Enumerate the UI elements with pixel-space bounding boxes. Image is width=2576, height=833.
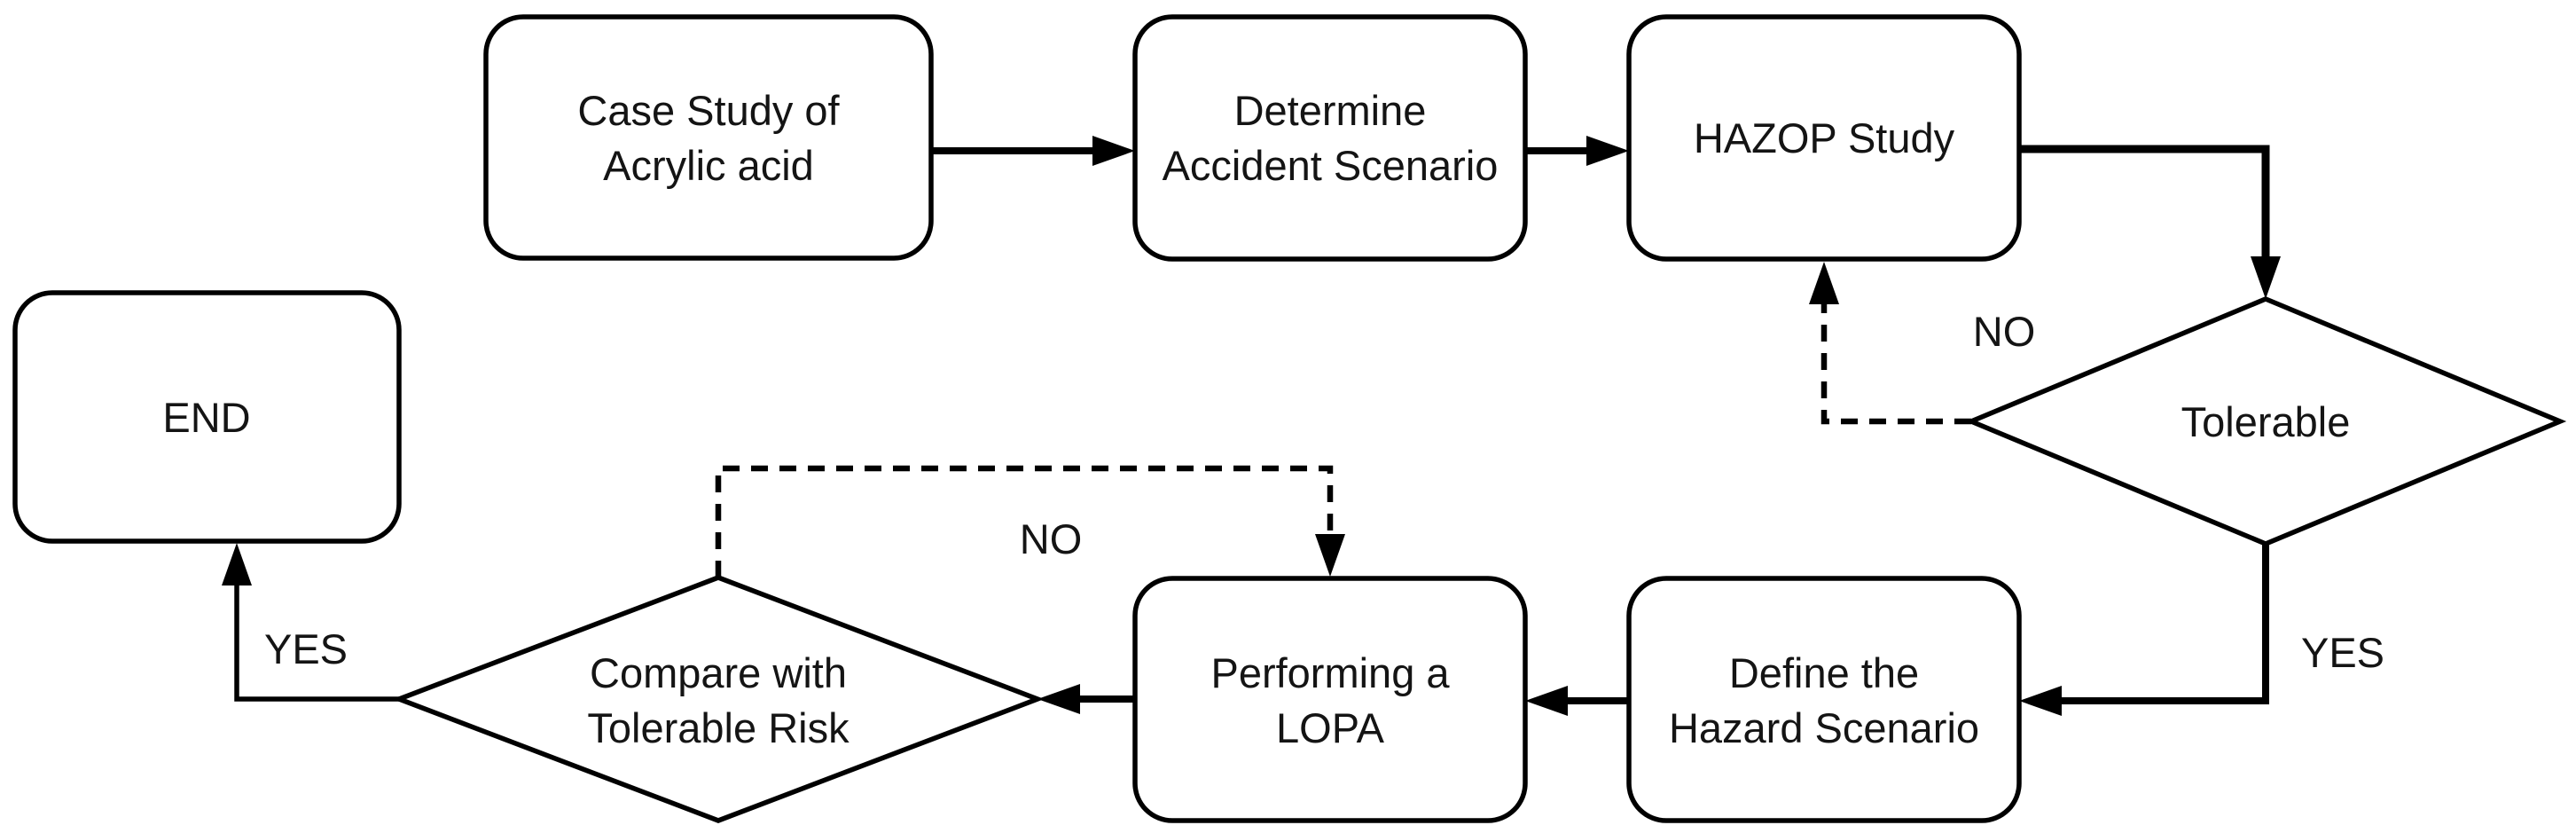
- decision-compare-label-line2: Tolerable Risk: [587, 704, 850, 751]
- node-lopa-label-line1: Performing a: [1210, 649, 1450, 696]
- node-hazop-label: HAZOP Study: [1694, 114, 1955, 161]
- node-end: END: [12, 290, 402, 544]
- node-determine-label-line2: Accident Scenario: [1163, 142, 1499, 189]
- edge-line: [234, 585, 399, 702]
- edge-define-to-lopa: [1525, 686, 1629, 716]
- edge-lopa-to-compare: [1037, 684, 1135, 714]
- edge-case-to-determine: [931, 136, 1135, 166]
- node-define-label-line1: Define the: [1729, 649, 1919, 696]
- node-hazop-box: [1626, 14, 2022, 262]
- edge-line-dashed: [1820, 304, 1971, 425]
- arrowhead-left-icon: [1525, 686, 1568, 716]
- decision-tolerable-label: Tolerable: [2181, 398, 2351, 445]
- decision-compare-diamond: [392, 575, 1045, 823]
- node-define-label-line2: Hazard Scenario: [1669, 704, 1979, 751]
- node-case-study-label-line1: Case Study of: [577, 87, 840, 134]
- label-compare-no: NO: [1020, 515, 1083, 562]
- arrowhead-right-icon: [1092, 136, 1135, 166]
- arrowhead-up-icon: [222, 543, 252, 585]
- node-determine-label-line1: Determine: [1234, 87, 1427, 134]
- edge-line: [2019, 145, 2270, 258]
- edge-compare-no-to-lopa: [715, 465, 1345, 578]
- edge-line: [2060, 544, 2269, 704]
- node-lopa-box: [1132, 576, 1528, 823]
- node-determine-box: [1132, 14, 1528, 262]
- node-end-box: [12, 290, 402, 544]
- arrowhead-right-icon: [1586, 136, 1629, 166]
- label-tolerable-yes: YES: [2301, 629, 2384, 676]
- node-define-hazard-scenario: Define the Hazard Scenario: [1626, 576, 2022, 823]
- node-lopa-label-line2: LOPA: [1276, 704, 1385, 751]
- node-determine-accident-scenario: Determine Accident Scenario: [1132, 14, 1528, 262]
- edge-determine-to-hazop: [1525, 136, 1629, 166]
- arrowhead-down-icon: [2251, 256, 2281, 299]
- arrowhead-up-icon: [1809, 262, 1839, 304]
- label-tolerable-no: NO: [1973, 308, 2036, 355]
- node-hazop-study: HAZOP Study: [1626, 14, 2022, 262]
- arrowhead-left-icon: [2019, 686, 2062, 716]
- node-case-study-label-line2: Acrylic acid: [603, 142, 814, 189]
- label-compare-yes: YES: [264, 625, 348, 672]
- node-case-study: Case Study of Acrylic acid: [483, 14, 934, 261]
- decision-compare-label-line1: Compare with: [590, 649, 847, 696]
- arrowhead-down-icon: [1315, 534, 1345, 577]
- arrowhead-left-icon: [1037, 684, 1080, 714]
- decision-tolerable-diamond: [1964, 296, 2567, 546]
- edge-hazop-to-tolerable: [2019, 145, 2281, 299]
- node-performing-lopa: Performing a LOPA: [1132, 576, 1528, 823]
- edge-tolerable-no-to-hazop: [1809, 262, 1971, 425]
- decision-compare-tolerable-risk: Compare with Tolerable Risk: [392, 575, 1045, 823]
- node-end-label: END: [162, 394, 250, 441]
- edge-line-dashed: [715, 465, 1334, 578]
- decision-tolerable: Tolerable: [1964, 296, 2567, 546]
- edge-tolerable-yes-to-define: [2019, 544, 2269, 716]
- edge-compare-yes-to-end: [222, 543, 399, 702]
- node-define-box: [1626, 576, 2022, 823]
- node-case-study-box: [483, 14, 934, 261]
